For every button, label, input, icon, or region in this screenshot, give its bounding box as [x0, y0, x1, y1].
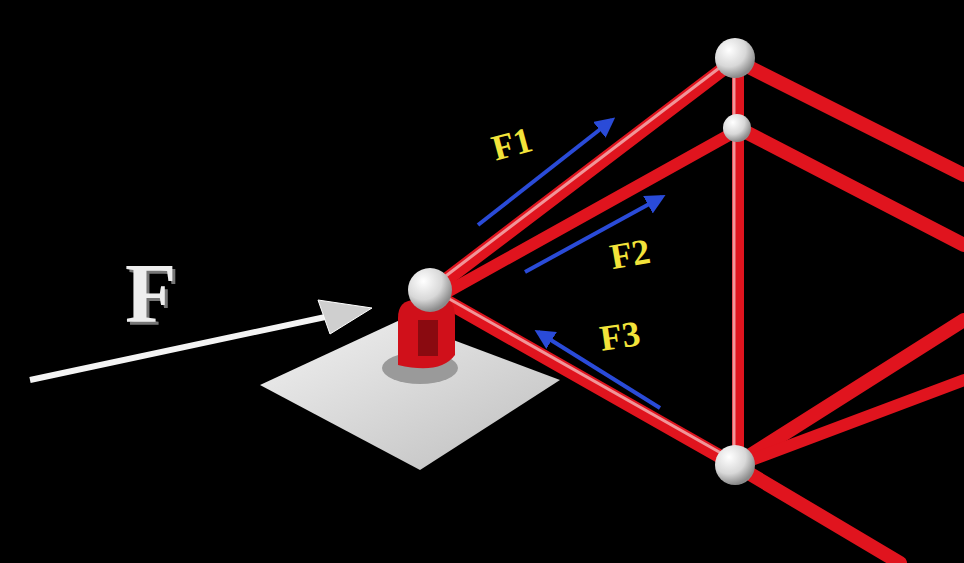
member-force-label: F2 — [607, 233, 653, 275]
joint-sphere — [723, 114, 751, 142]
force-label: F — [125, 252, 176, 336]
joint-sphere — [408, 268, 452, 312]
member-force-arrows — [478, 120, 662, 408]
joint-sphere — [715, 445, 755, 485]
joint-sphere — [715, 38, 755, 78]
member-force-label: F3 — [598, 315, 643, 356]
member-force-label: F1 — [488, 121, 536, 166]
truss-members — [430, 60, 964, 563]
applied-force-arrow — [30, 300, 372, 380]
